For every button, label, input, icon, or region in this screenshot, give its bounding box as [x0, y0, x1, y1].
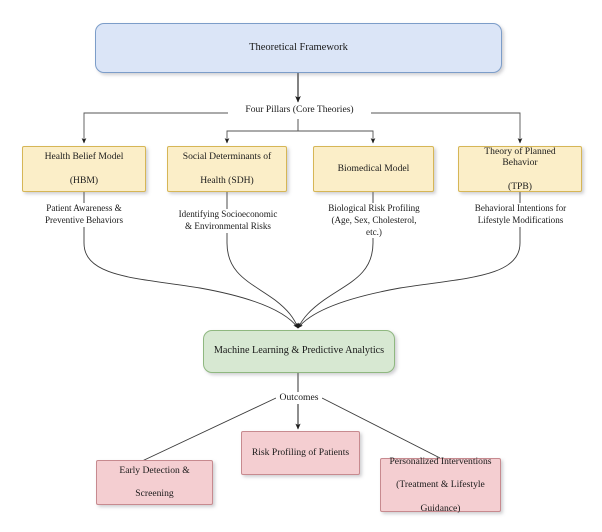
node-sdh-line1: Social Determinants of: [182, 151, 272, 163]
hub-label-four-pillars-text: Four Pillars (Core Theories): [245, 104, 354, 115]
node-tpb-line2: (TPB): [508, 180, 532, 192]
edge-label-hbm-line2: Preventive Behaviors: [44, 214, 124, 225]
edge-label-tpb: Behavioral Intentions for Lifestyle Modi…: [455, 203, 586, 227]
node-personalized-line2: (Treatment & Lifestyle: [396, 479, 485, 491]
edge-label-biomedical-line3: etc.): [366, 226, 382, 237]
edge-label-biomedical: Biological Risk Profiling (Age, Sex, Cho…: [310, 203, 438, 239]
node-theoretical-framework[interactable]: Theoretical Framework: [95, 23, 502, 73]
node-sdh-line2: Health (SDH): [200, 174, 254, 186]
node-title-text: Theoretical Framework: [249, 41, 348, 53]
node-personalized-interventions[interactable]: Personalized Interventions (Treatment & …: [380, 456, 501, 515]
edge-label-tpb-line2: Lifestyle Modifications: [477, 214, 564, 225]
node-hbm-text: Health Belief Model (HBM): [37, 151, 132, 186]
hub-label-outcomes: Outcomes: [276, 392, 322, 403]
node-biomedical-model[interactable]: Biomedical Model: [313, 146, 434, 192]
node-hbm-line1: Health Belief Model: [44, 151, 124, 163]
edge-label-sdh: Identifying Socioeconomic & Environmenta…: [159, 209, 297, 233]
edge-label-hbm-line1: Patient Awareness &: [46, 203, 122, 213]
node-risk-profiling-patients[interactable]: Risk Profiling of Patients: [241, 431, 360, 475]
node-health-belief-model[interactable]: Health Belief Model (HBM): [22, 146, 146, 192]
node-biomedical-text: Biomedical Model: [337, 163, 410, 175]
node-early-detection-line1: Early Detection &: [119, 464, 190, 476]
hub-label-four-pillars: Four Pillars (Core Theories): [228, 104, 371, 115]
node-early-detection-line2: Screening: [135, 488, 174, 500]
node-early-detection-text: Early Detection & Screening: [111, 465, 197, 500]
node-risk-profiling-text: Risk Profiling of Patients: [251, 447, 350, 459]
node-sdh-text: Social Determinants of Health (SDH): [175, 151, 279, 186]
edge-pillars-fanout: [81, 112, 523, 144]
edge-label-hbm: Patient Awareness & Preventive Behaviors: [20, 203, 148, 227]
node-tpb-line1: Theory of Planned Behavior: [484, 145, 556, 169]
node-machine-learning-predictive-analytics[interactable]: Machine Learning & Predictive Analytics: [203, 330, 395, 373]
node-personalized-line1: Personalized Interventions: [389, 455, 492, 467]
edge-label-biomedical-line1: Biological Risk Profiling: [328, 203, 420, 213]
node-hbm-line2: (HBM): [69, 174, 99, 186]
node-personalized-line3: Guidance): [420, 502, 461, 514]
hub-label-outcomes-text: Outcomes: [279, 392, 319, 403]
node-personalized-text: Personalized Interventions (Treatment & …: [381, 456, 499, 515]
edge-label-tpb-line1: Behavioral Intentions for: [474, 203, 567, 213]
node-social-determinants-health[interactable]: Social Determinants of Health (SDH): [167, 146, 287, 192]
edge-label-sdh-line2: & Environmental Risks: [185, 220, 271, 231]
node-theory-planned-behavior[interactable]: Theory of Planned Behavior (TPB): [458, 146, 582, 192]
node-ml-text: Machine Learning & Predictive Analytics: [213, 345, 385, 357]
node-early-detection-screening[interactable]: Early Detection & Screening: [96, 460, 213, 505]
edge-label-sdh-line1: Identifying Socioeconomic: [178, 209, 278, 219]
edge-label-biomedical-line2: (Age, Sex, Cholesterol,: [331, 214, 417, 225]
node-tpb-text: Theory of Planned Behavior (TPB): [459, 146, 581, 193]
